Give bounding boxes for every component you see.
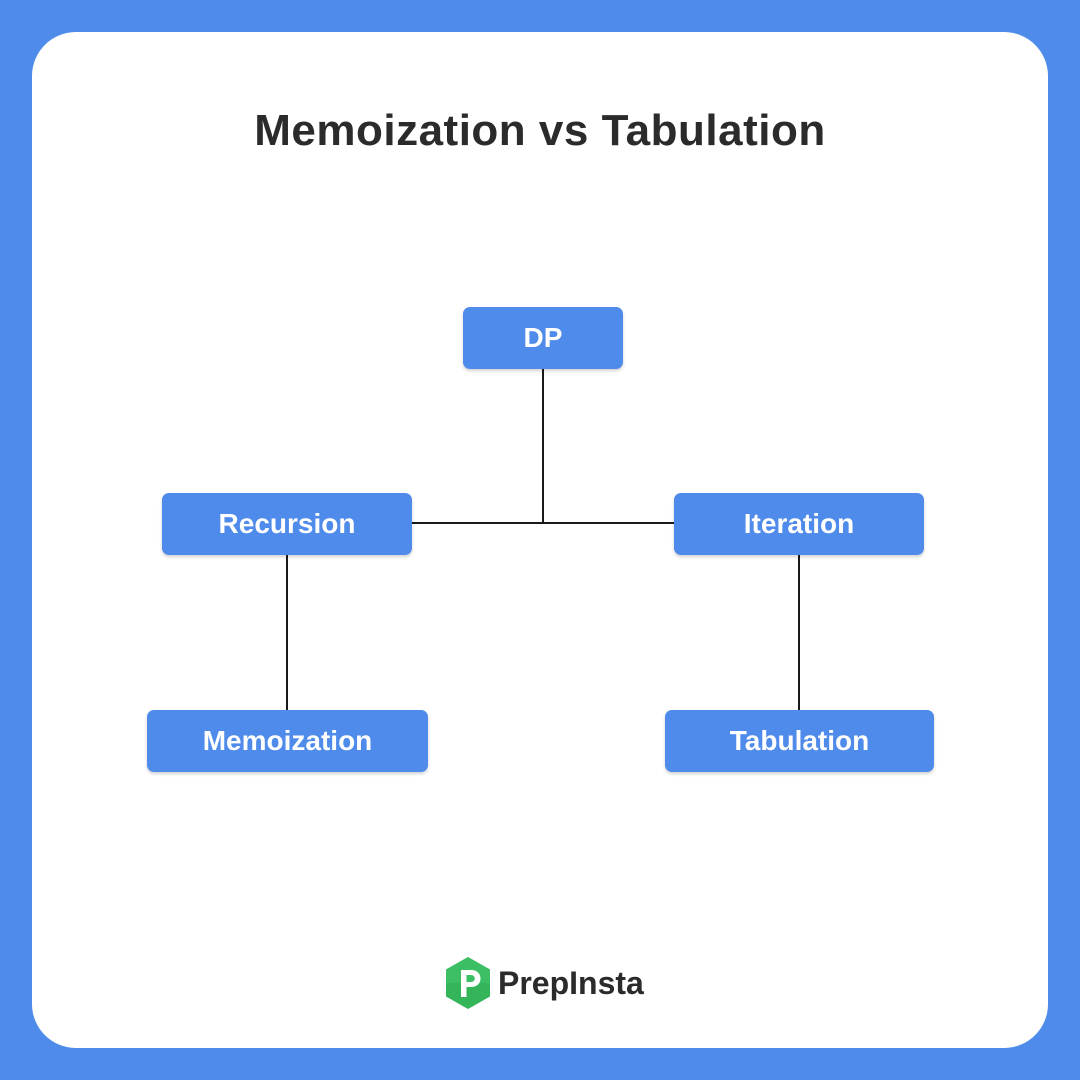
- prepinsta-logo-icon: [446, 957, 490, 1009]
- brand-logo: PrepInsta: [444, 955, 644, 1011]
- node-iteration: Iteration: [674, 493, 924, 555]
- node-dp: DP: [463, 307, 623, 369]
- brand-name: PrepInsta: [498, 964, 644, 1001]
- node-recursion: Recursion: [162, 493, 412, 555]
- node-memoization: Memoization: [147, 710, 428, 772]
- diagram-title: Memoization vs Tabulation: [254, 106, 826, 155]
- node-tabulation: Tabulation: [665, 710, 934, 772]
